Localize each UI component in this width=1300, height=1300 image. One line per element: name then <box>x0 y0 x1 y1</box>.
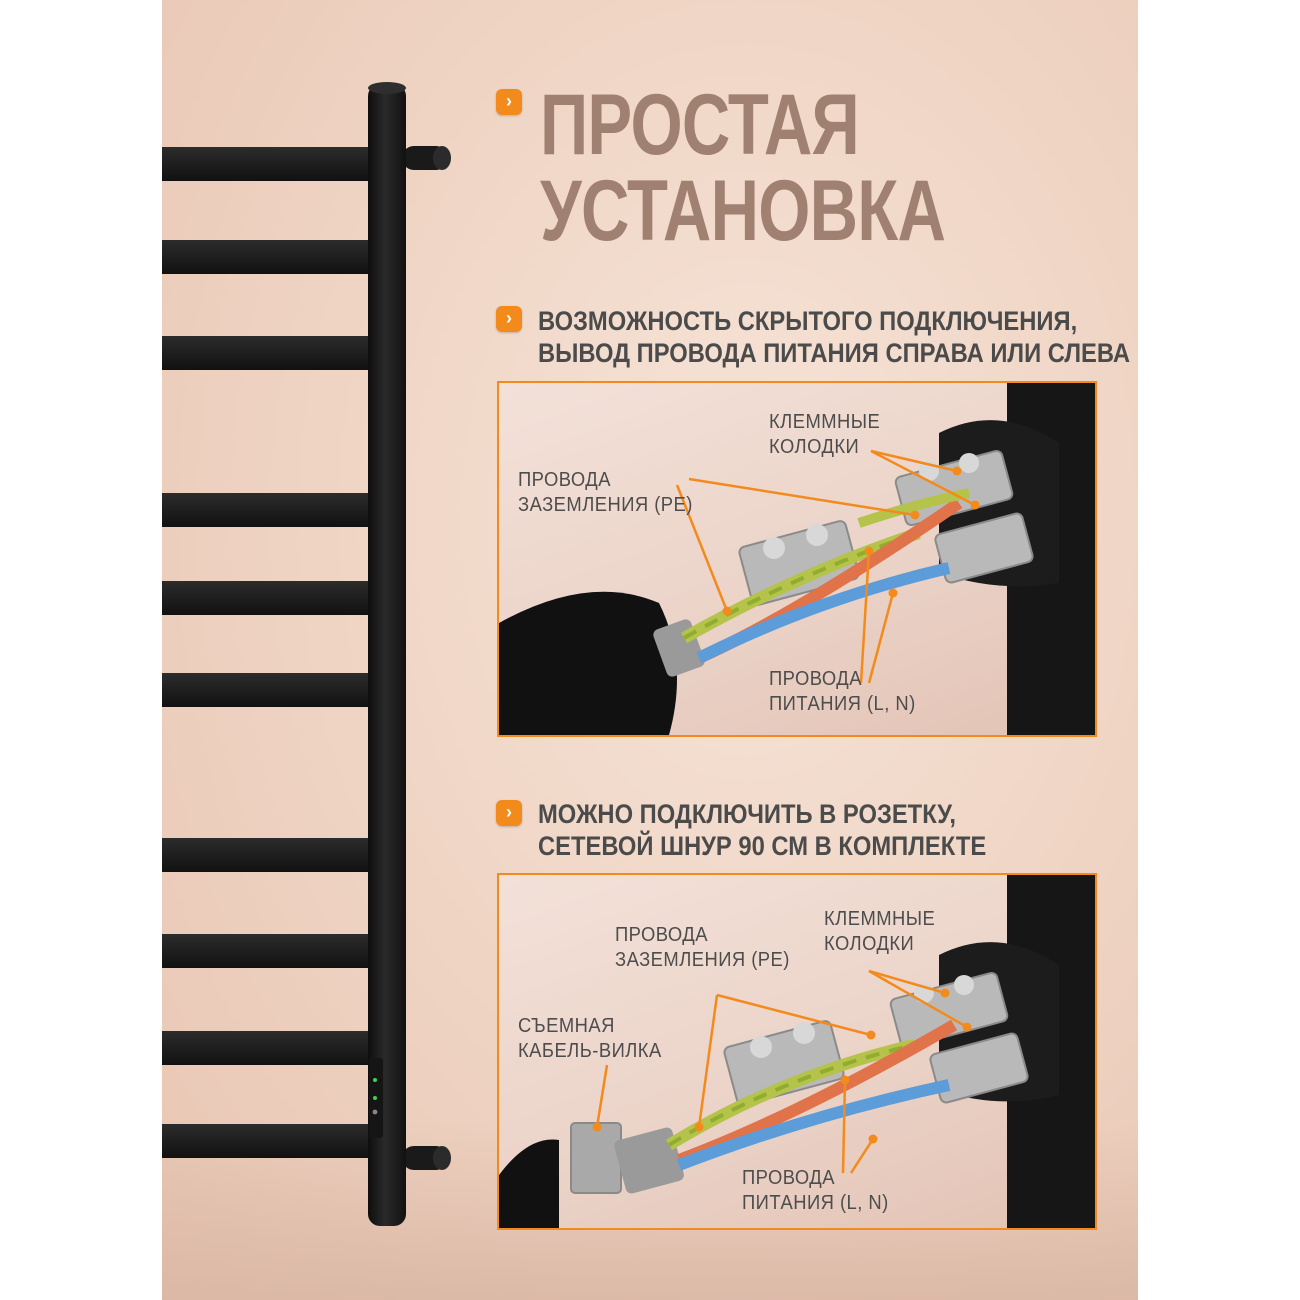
label-line: ПРОВОДА <box>742 1167 835 1189</box>
label-line: КЛЕММНЫЕ <box>824 908 936 930</box>
label-plug-cable: СЪЕМНАЯ КАБЕЛЬ-ВИЛКА <box>518 1014 662 1064</box>
label-line: КОЛОДКИ <box>769 436 860 458</box>
label-line: КОЛОДКИ <box>824 933 915 955</box>
chevron-right-icon: › <box>496 306 522 332</box>
page-title: ПРОСТАЯ УСТАНОВКА <box>540 77 946 259</box>
feature-line-2: ВЫВОД ПРОВОДА ПИТАНИЯ СПРАВА ИЛИ СЛЕВА <box>538 338 1130 368</box>
label-line: ПРОВОДА <box>769 668 862 690</box>
wiring-illustration <box>499 875 1095 1228</box>
label-line: ПРОВОДА <box>518 469 611 491</box>
feature-line-2: СЕТЕВОЙ ШНУР 90 СМ В КОМПЛЕКТЕ <box>538 831 987 861</box>
label-line: ЗАЗЕМЛЕНИЯ (PE) <box>615 949 790 971</box>
wiring-diagram-plug: ПРОВОДА ЗАЗЕМЛЕНИЯ (PE) КЛЕММНЫЕ КОЛОДКИ… <box>497 873 1097 1230</box>
label-line: ЗАЗЕМЛЕНИЯ (PE) <box>518 494 693 516</box>
towel-dryer-image <box>162 82 451 1226</box>
feature-line-1: ВОЗМОЖНОСТЬ СКРЫТОГО ПОДКЛЮЧЕНИЯ, <box>538 306 1078 336</box>
label-power-wires: ПРОВОДА ПИТАНИЯ (L, N) <box>742 1166 889 1216</box>
label-line: СЪЕМНАЯ <box>518 1015 615 1037</box>
wiring-diagram-hidden: КЛЕММНЫЕ КОЛОДКИ ПРОВОДА ЗАЗЕМЛЕНИЯ (PE)… <box>497 381 1097 737</box>
label-ground-wires: ПРОВОДА ЗАЗЕМЛЕНИЯ (PE) <box>615 923 790 973</box>
label-line: ПИТАНИЯ (L, N) <box>769 693 916 715</box>
label-line: КАБЕЛЬ-ВИЛКА <box>518 1040 662 1062</box>
wiring-illustration <box>499 383 1095 735</box>
label-terminal-blocks: КЛЕММНЫЕ КОЛОДКИ <box>769 410 880 460</box>
label-line: ПРОВОДА <box>615 924 708 946</box>
feature-plug-connection: МОЖНО ПОДКЛЮЧИТЬ В РОЗЕТКУ, СЕТЕВОЙ ШНУР… <box>538 798 986 862</box>
label-terminal-blocks: КЛЕММНЫЕ КОЛОДКИ <box>824 907 935 957</box>
label-ground-wires: ПРОВОДА ЗАЗЕМЛЕНИЯ (PE) <box>518 468 693 518</box>
title-line-2: УСТАНОВКА <box>540 163 946 259</box>
chevron-right-icon: › <box>496 800 522 826</box>
title-line-1: ПРОСТАЯ <box>540 77 860 173</box>
feature-line-1: МОЖНО ПОДКЛЮЧИТЬ В РОЗЕТКУ, <box>538 799 956 829</box>
feature-hidden-connection: ВОЗМОЖНОСТЬ СКРЫТОГО ПОДКЛЮЧЕНИЯ, ВЫВОД … <box>538 305 1130 369</box>
label-line: ПИТАНИЯ (L, N) <box>742 1192 889 1214</box>
label-power-wires: ПРОВОДА ПИТАНИЯ (L, N) <box>769 667 916 717</box>
label-line: КЛЕММНЫЕ <box>769 411 881 433</box>
chevron-right-icon: › <box>496 89 522 115</box>
